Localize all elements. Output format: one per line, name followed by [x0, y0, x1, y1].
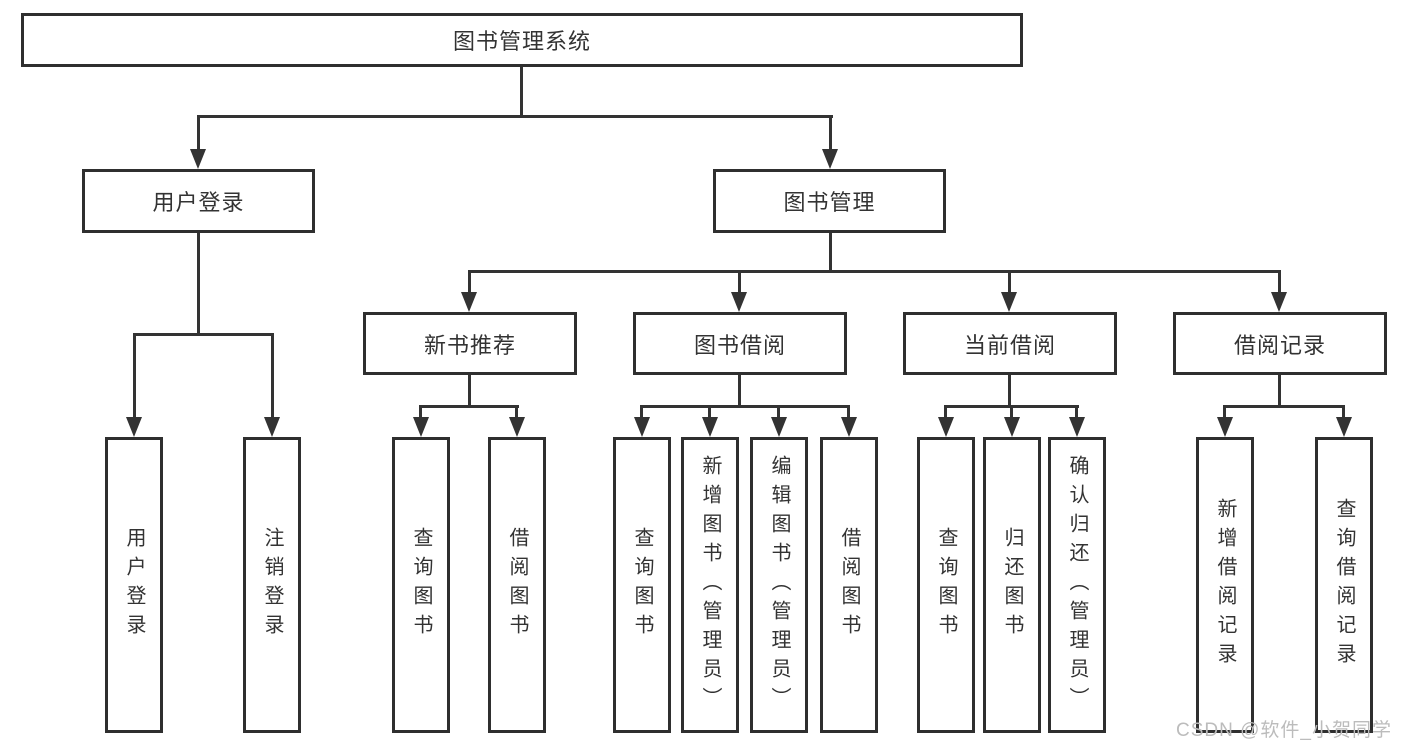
connector-line [197, 115, 833, 118]
connector-line [829, 232, 832, 273]
connector-line [738, 270, 741, 294]
node-label: 用户登录 [123, 527, 145, 643]
node-label: 查询图书 [631, 527, 653, 643]
arrow-down-icon [731, 292, 747, 312]
arrow-down-icon [1336, 417, 1352, 437]
leaf-borrow-books: 借阅图书 [488, 437, 546, 733]
arrow-down-icon [1217, 417, 1233, 437]
connector-line [419, 405, 519, 408]
leaf-query-borrow-record: 查询借阅记录 [1315, 437, 1373, 733]
leaf-query-books: 查询图书 [917, 437, 975, 733]
node-book-management: 图书管理 [713, 169, 946, 233]
node-label: 图书管理系统 [452, 29, 591, 54]
node-label: 新书推荐 [423, 332, 516, 358]
connector-line [829, 115, 832, 151]
arrow-down-icon [126, 417, 142, 437]
connector-line [640, 405, 643, 419]
leaf-add-borrow-record: 新增借阅记录 [1196, 437, 1254, 733]
node-label: 查询图书 [410, 527, 432, 643]
connector-line [197, 115, 200, 151]
arrow-down-icon [938, 417, 954, 437]
arrow-down-icon [822, 149, 838, 169]
arrow-down-icon [413, 417, 429, 437]
node-label: 当前借阅 [963, 332, 1056, 358]
node-label: 注销登录 [261, 527, 283, 643]
connector-line [271, 333, 274, 419]
connector-line [944, 405, 947, 419]
arrow-down-icon [702, 417, 718, 437]
connector-line [515, 405, 518, 419]
node-root: 图书管理系统 [21, 13, 1023, 67]
connector-line [1223, 405, 1226, 419]
node-label: 借阅图书 [506, 527, 528, 643]
connector-line [1342, 405, 1345, 419]
arrow-down-icon [264, 417, 280, 437]
connector-line [133, 333, 274, 336]
leaf-borrow-books: 借阅图书 [820, 437, 878, 733]
leaf-add-books-admin: 新增图书（管理员） [681, 437, 739, 733]
leaf-edit-books-admin: 编辑图书（管理员） [750, 437, 808, 733]
connector-line [777, 405, 780, 419]
arrow-down-icon [841, 417, 857, 437]
node-user-login: 用户登录 [82, 169, 315, 233]
node-book-borrow: 图书借阅 [633, 312, 847, 375]
connector-line [640, 405, 850, 408]
leaf-return-books: 归还图书 [983, 437, 1041, 733]
connector-line [847, 405, 850, 419]
node-label: 归还图书 [1001, 527, 1023, 643]
arrow-down-icon [1271, 292, 1287, 312]
connector-line [708, 405, 711, 419]
node-label: 查询借阅记录 [1333, 498, 1355, 672]
arrow-down-icon [1004, 417, 1020, 437]
connector-line [1075, 405, 1078, 419]
node-label: 借阅记录 [1233, 332, 1326, 358]
connector-line [468, 270, 1281, 273]
leaf-query-books: 查询图书 [392, 437, 450, 733]
arrow-down-icon [461, 292, 477, 312]
connector-line [1010, 405, 1013, 419]
arrow-down-icon [1069, 417, 1085, 437]
node-borrow-records: 借阅记录 [1173, 312, 1387, 375]
connector-line [1008, 374, 1011, 407]
node-label: 新增图书（管理员） [699, 454, 721, 716]
arrow-down-icon [190, 149, 206, 169]
csdn-watermark: CSDN @软件_小贺同学 [1176, 720, 1392, 741]
node-new-book-recommend: 新书推荐 [363, 312, 577, 375]
arrow-down-icon [634, 417, 650, 437]
arrow-down-icon [509, 417, 525, 437]
connector-line [1008, 270, 1011, 294]
connector-line [468, 270, 471, 294]
arrow-down-icon [771, 417, 787, 437]
connector-line [1278, 270, 1281, 294]
node-label: 查询图书 [935, 527, 957, 643]
node-label: 新增借阅记录 [1214, 498, 1236, 672]
node-label: 图书借阅 [693, 332, 786, 358]
connector-line [468, 374, 471, 407]
node-label: 编辑图书（管理员） [768, 454, 790, 716]
connector-line [738, 374, 741, 407]
connector-line [520, 65, 523, 117]
connector-line [197, 232, 200, 336]
leaf-user-login: 用户登录 [105, 437, 163, 733]
connector-line [1278, 374, 1281, 407]
node-label: 借阅图书 [838, 527, 860, 643]
node-current-borrow: 当前借阅 [903, 312, 1117, 375]
leaf-query-books: 查询图书 [613, 437, 671, 733]
connector-line [133, 333, 136, 419]
node-label: 图书管理 [783, 190, 876, 215]
leaf-logout: 注销登录 [243, 437, 301, 733]
connector-line [1223, 405, 1345, 408]
leaf-confirm-return-admin: 确认归还（管理员） [1048, 437, 1106, 733]
node-label: 用户登录 [152, 190, 245, 215]
arrow-down-icon [1001, 292, 1017, 312]
node-label: 确认归还（管理员） [1066, 454, 1088, 716]
connector-line [419, 405, 422, 419]
